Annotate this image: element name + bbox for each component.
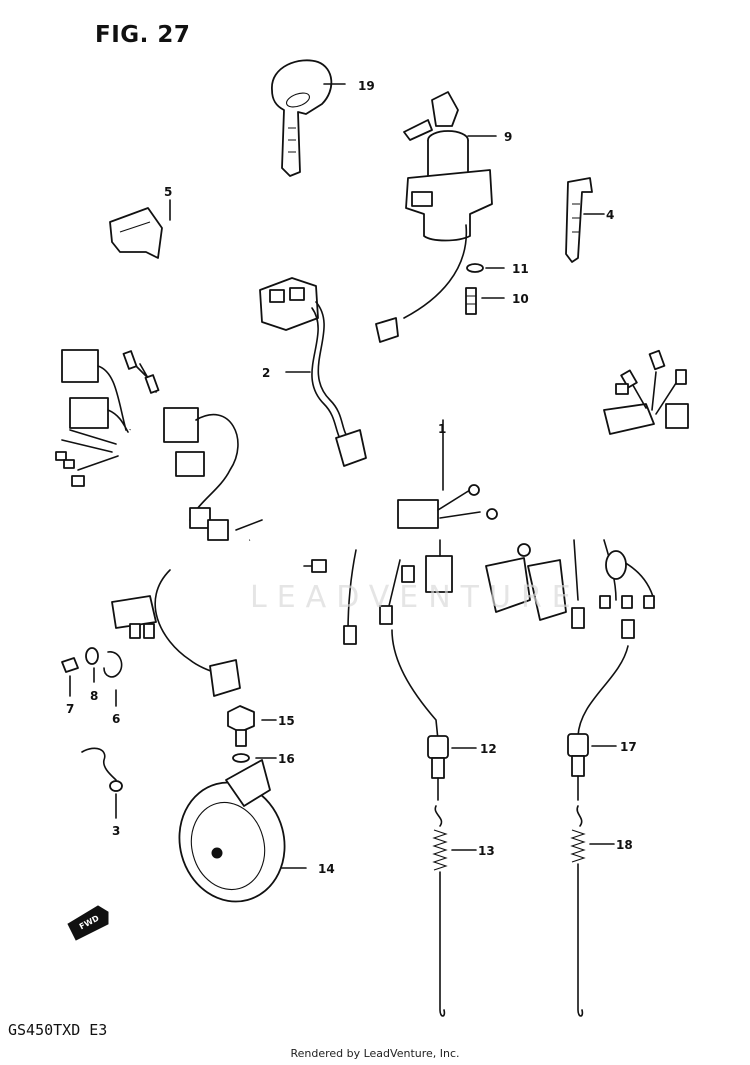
footer-credit: Rendered by LeadVenture, Inc. <box>290 1047 460 1060</box>
callout-5: 5 <box>164 185 172 199</box>
callout-13: 13 <box>478 844 495 858</box>
callout-16: 16 <box>278 752 295 766</box>
part-2-sub-harness <box>259 277 367 467</box>
part-15-bolt <box>227 705 277 747</box>
part-13-brake-switch-spring <box>432 805 477 1017</box>
part-14-horn <box>178 759 307 903</box>
part-1-main-harness <box>55 349 689 697</box>
part-8-washer <box>85 647 99 683</box>
callout-3: 3 <box>112 824 120 838</box>
part-11-nut <box>466 263 505 273</box>
model-code: GS450TXD E3 <box>8 1021 108 1039</box>
callout-12: 12 <box>480 742 497 756</box>
callout-2: 2 <box>262 366 270 380</box>
part-6-clip <box>103 651 123 707</box>
part-5-clamp <box>109 199 171 259</box>
part-3-clip <box>81 747 123 819</box>
callout-1: 1 <box>438 422 446 436</box>
callout-17: 17 <box>620 740 637 754</box>
part-7-screw <box>61 657 79 697</box>
callout-9: 9 <box>504 130 512 144</box>
part-9-ignition-switch <box>375 91 497 343</box>
part-10-screw <box>465 287 505 315</box>
callout-6: 6 <box>112 712 120 726</box>
callout-18: 18 <box>616 838 633 852</box>
callout-15: 15 <box>278 714 295 728</box>
callout-19: 19 <box>358 79 375 93</box>
callout-4: 4 <box>606 208 614 222</box>
part-19-key <box>271 59 346 177</box>
callout-7: 7 <box>66 702 74 716</box>
part-16-washer <box>232 753 277 763</box>
callout-14: 14 <box>318 862 335 876</box>
watermark: LEADVENTURE <box>250 580 581 615</box>
part-4-strap <box>565 177 605 263</box>
callout-8: 8 <box>90 689 98 703</box>
callout-11: 11 <box>512 262 529 276</box>
forward-direction-badge: FWD <box>67 905 109 941</box>
figure-title: FIG. 27 <box>95 22 191 48</box>
part-17-rear-brake-switch <box>567 645 629 801</box>
part-18-rear-brake-spring <box>570 805 615 1017</box>
part-12-brake-switch <box>391 629 477 801</box>
callout-10: 10 <box>512 292 529 306</box>
